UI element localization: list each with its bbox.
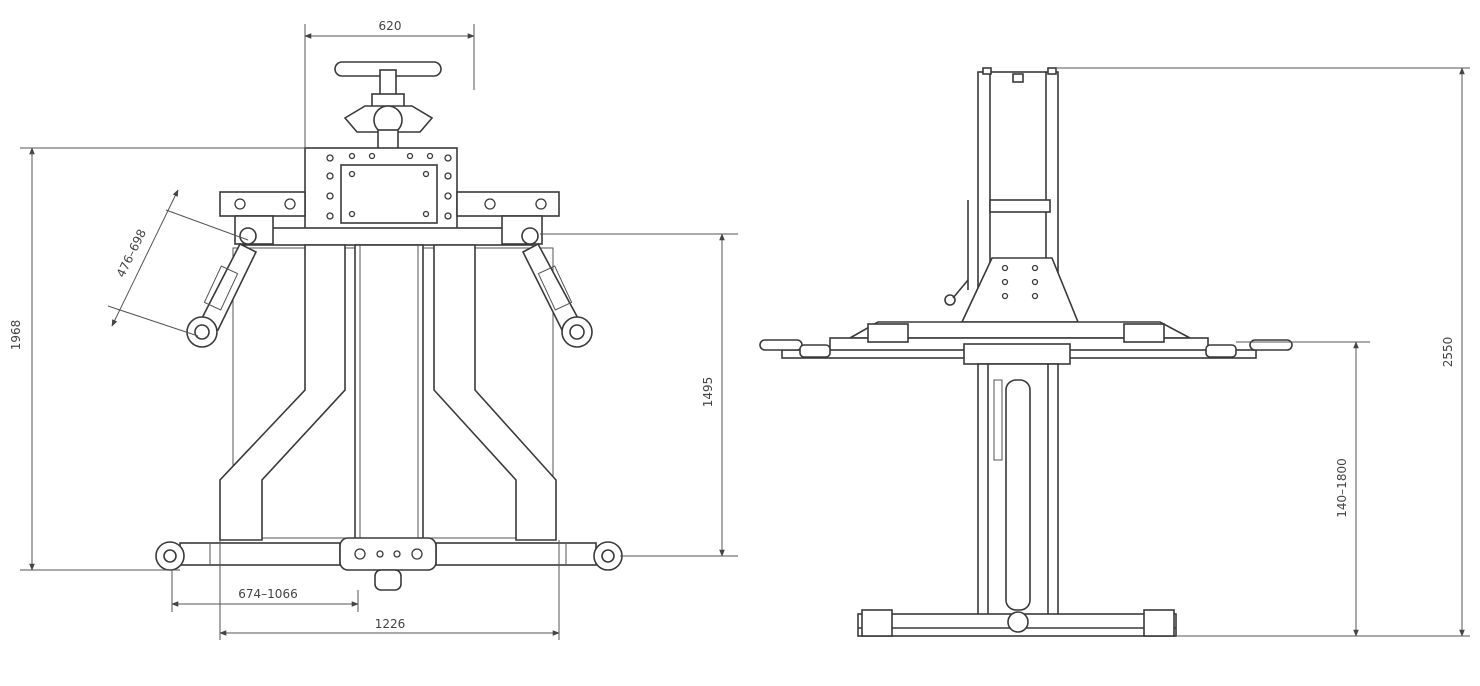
dim-total-height-front: 1968 xyxy=(9,147,305,571)
column-plate xyxy=(304,147,458,231)
dim-label-140-1800: 140–1800 xyxy=(1335,458,1349,517)
upper-arms xyxy=(186,242,593,348)
top-handwheel xyxy=(334,61,442,167)
dim-label-1495: 1495 xyxy=(701,377,715,408)
dim-label-1226: 1226 xyxy=(375,617,406,631)
dim-lift-range: 140–1800 xyxy=(1236,341,1370,637)
dim-label-476-698: 476–698 xyxy=(114,227,149,280)
dim-label-674-1066: 674–1066 xyxy=(238,587,297,601)
dim-label-620: 620 xyxy=(379,19,402,33)
dim-label-2550: 2550 xyxy=(1441,337,1455,368)
side-view: 2550 140–1800 xyxy=(759,67,1470,637)
side-base xyxy=(857,609,1177,637)
base-beam xyxy=(155,537,623,591)
dim-arm-reach: 674–1066 xyxy=(171,570,359,612)
front-view: 620 1968 1495 476–698 674–10 xyxy=(9,19,738,640)
lower-column xyxy=(977,363,1059,617)
dim-label-1968: 1968 xyxy=(9,320,23,351)
arm-platform xyxy=(759,321,1293,365)
dim-top-width: 620 xyxy=(304,19,475,148)
dim-arm-height: 1495 xyxy=(540,233,738,557)
lift-legs xyxy=(219,244,557,544)
dim-total-height-side: 2550 xyxy=(1056,67,1470,637)
dim-base-width: 1226 xyxy=(219,540,560,640)
